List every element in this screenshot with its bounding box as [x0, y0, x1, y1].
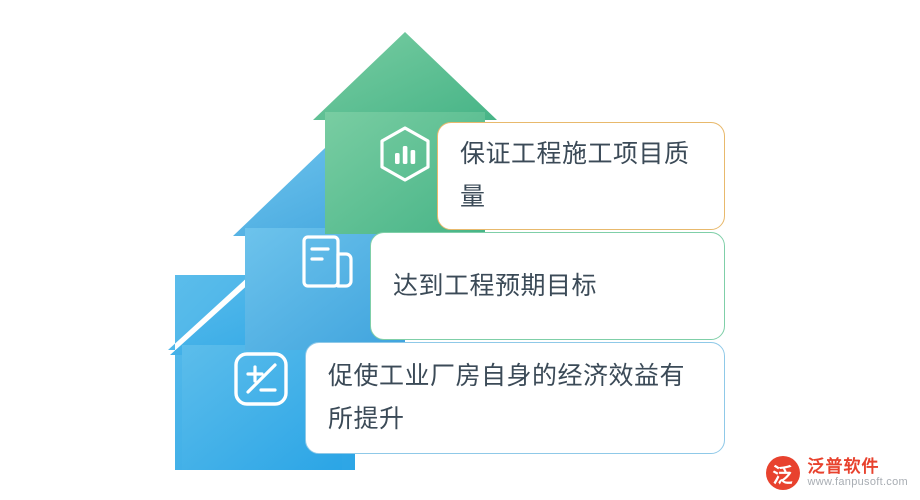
plus-minus-calculator-icon [232, 350, 290, 413]
watermark: 泛 泛普软件 www.fanpusoft.com [765, 456, 908, 490]
watermark-texts: 泛普软件 www.fanpusoft.com [808, 457, 908, 489]
step-card-3[interactable]: 促使工业厂房自身的经济效益有所提升 [305, 342, 725, 454]
step-card-1-text: 保证工程施工项目质量 [460, 140, 690, 211]
arrow-top-head [313, 32, 497, 120]
step-card-2-text: 达到工程预期目标 [393, 271, 598, 300]
chart-bars-hexagon-icon [378, 125, 432, 188]
document-book-icon [300, 232, 356, 295]
step-card-2[interactable]: 达到工程预期目标 [370, 232, 725, 340]
step-card-1[interactable]: 保证工程施工项目质量 [437, 122, 725, 230]
step-card-3-text: 促使工业厂房自身的经济效益有所提升 [328, 362, 686, 433]
watermark-logo: 泛 [765, 456, 800, 490]
watermark-title: 泛普软件 [807, 456, 880, 476]
watermark-subtitle: www.fanpusoft.com [807, 476, 908, 489]
